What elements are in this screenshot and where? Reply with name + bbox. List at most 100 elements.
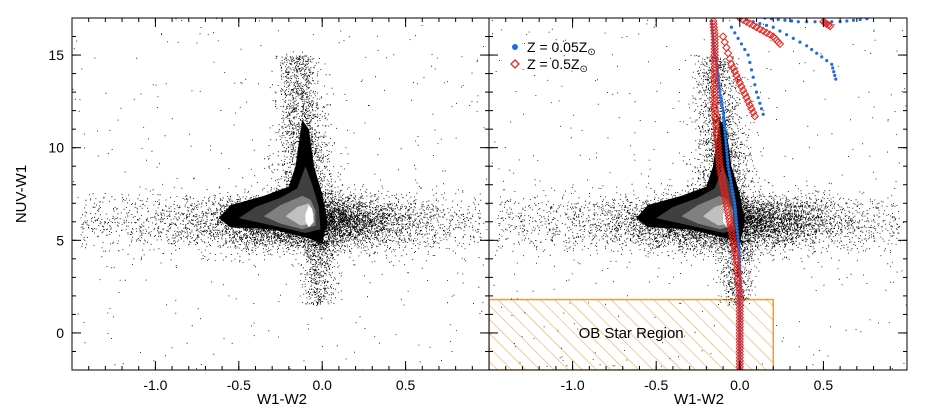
track-point (709, 18, 718, 26)
left-plot-area (72, 18, 488, 370)
track-point (732, 198, 736, 202)
track-point (747, 104, 756, 113)
track-point (735, 304, 745, 313)
track-point (735, 328, 745, 338)
track-point (734, 217, 738, 221)
right-x-tick-label: -0.5 (644, 377, 668, 393)
right-frame (488, 17, 908, 371)
track-point (730, 186, 734, 190)
track-point (796, 20, 800, 24)
left-y-tick-label: 5 (56, 232, 64, 248)
track-point (776, 18, 780, 22)
track-point (723, 136, 728, 141)
track-point (710, 78, 719, 88)
track-point (710, 106, 719, 115)
track-point (710, 53, 719, 63)
track-point (735, 313, 745, 322)
track-point (722, 115, 726, 119)
track-point (735, 223, 739, 227)
track-point (723, 133, 727, 137)
track-point (815, 51, 819, 55)
track-point (751, 75, 755, 79)
track-point (749, 68, 754, 72)
track-point (735, 232, 740, 236)
left-contour-level-4 (305, 205, 314, 228)
track-point (732, 195, 736, 199)
track-point (769, 18, 774, 21)
track-point (740, 89, 750, 99)
track-point (710, 57, 719, 66)
track-point (725, 155, 729, 159)
track-point (778, 29, 782, 33)
track-point (721, 109, 725, 113)
right-plot-area (489, 18, 907, 370)
track-point (805, 44, 809, 48)
track-point (729, 25, 734, 29)
track-point (761, 112, 765, 116)
track-point (736, 238, 740, 242)
track-point (745, 100, 755, 110)
track-point (735, 307, 745, 316)
left-y-tick-label: 15 (48, 47, 64, 63)
track-point (710, 100, 719, 109)
track-point (723, 130, 727, 134)
track-point (710, 60, 719, 69)
track-point (851, 18, 856, 22)
left-x-tick-label: -1.0 (143, 377, 167, 393)
track-point (710, 81, 719, 91)
track-point (710, 44, 719, 54)
track-point (783, 18, 787, 22)
track-point (735, 350, 745, 359)
track-point (736, 235, 740, 239)
track-point (743, 97, 753, 106)
track-point (834, 77, 838, 81)
track-point (735, 331, 745, 341)
track-point (754, 90, 759, 94)
track-point (731, 192, 735, 196)
track-point (775, 39, 785, 49)
track-point (735, 344, 745, 353)
track-point (710, 75, 719, 84)
track-point (719, 96, 723, 100)
track-point (729, 180, 733, 184)
track-point (724, 139, 728, 144)
track-point (746, 53, 750, 57)
track-point (727, 167, 731, 171)
track-point (764, 23, 769, 28)
track-point (830, 20, 834, 24)
track-point (726, 161, 730, 165)
track-point (735, 300, 745, 310)
track-point (735, 362, 745, 370)
track-point (790, 19, 794, 23)
track-point (710, 63, 719, 72)
track-point (710, 97, 719, 106)
track-point (710, 41, 719, 50)
legend-label-low-z-text: Z = 0.05Z (527, 39, 588, 55)
track-point (710, 87, 719, 97)
track-point (710, 66, 719, 75)
track-point (733, 31, 737, 35)
track-point (750, 111, 760, 121)
track-point (722, 124, 727, 128)
track-point (718, 93, 722, 97)
track-point (726, 164, 730, 168)
track-point (831, 66, 835, 70)
track-point (710, 72, 719, 81)
track-point (858, 18, 862, 22)
track-point (735, 347, 745, 356)
track-point (735, 319, 745, 328)
track-point (798, 40, 802, 44)
track-point (791, 36, 795, 40)
left-x-tick-label: 0.5 (396, 377, 416, 393)
track-point (810, 47, 814, 52)
track-point (710, 84, 719, 94)
track-point (715, 68, 720, 73)
legend-marker-high-z (510, 59, 520, 69)
track-point (728, 63, 738, 73)
track-point (724, 142, 728, 147)
right-x-axis-title: W1-W2 (674, 391, 724, 408)
y-axis-title: NUV-W1 (13, 165, 30, 223)
track-point (735, 229, 739, 233)
